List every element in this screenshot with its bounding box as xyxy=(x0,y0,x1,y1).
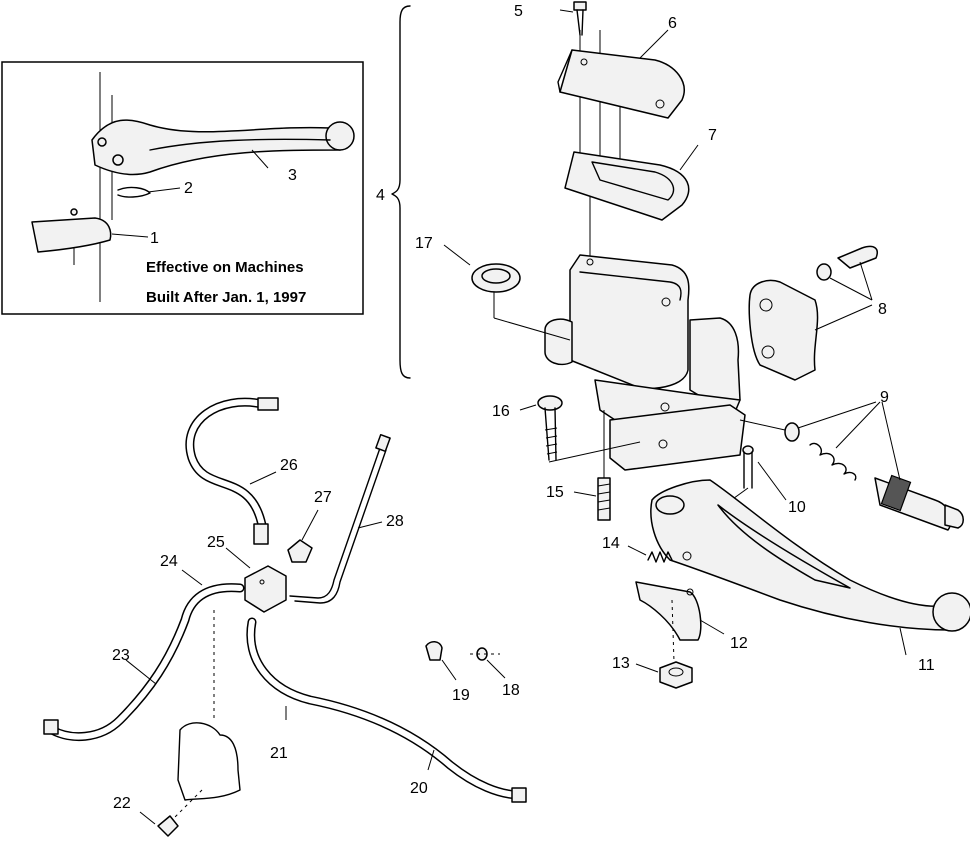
callout-18: 18 xyxy=(502,682,520,699)
callout-19: 19 xyxy=(452,687,470,704)
callout-14: 14 xyxy=(602,535,620,552)
bleeder-valve xyxy=(287,509,319,563)
callout-10: 10 xyxy=(788,499,806,516)
callout-15: 15 xyxy=(546,484,564,501)
inset-frame xyxy=(1,61,364,315)
callout-23: 23 xyxy=(112,647,130,664)
callout-9: 9 xyxy=(880,389,889,406)
brake-junction-block xyxy=(225,547,287,613)
callout-26: 26 xyxy=(280,457,298,474)
assembly-brace xyxy=(391,5,411,379)
lever-spring xyxy=(627,545,673,563)
callout-17: 17 xyxy=(415,235,433,252)
adjuster-screw xyxy=(573,410,611,521)
callout-8: 8 xyxy=(878,301,887,318)
master-cylinder-body xyxy=(544,254,746,471)
inset-note-line-2: Built After Jan. 1, 1997 xyxy=(146,289,306,306)
callout-12: 12 xyxy=(730,635,748,652)
inset-note-line-1: Effective on Machines xyxy=(146,259,304,276)
callout-5: 5 xyxy=(514,3,523,20)
lever-pad xyxy=(635,581,725,663)
callout-6: 6 xyxy=(668,15,677,32)
reservoir-cover xyxy=(557,29,685,119)
callout-11: 11 xyxy=(918,657,935,674)
cover-gasket xyxy=(564,144,699,221)
callout-13: 13 xyxy=(612,655,630,672)
inset-pad xyxy=(31,217,112,253)
cover-screw xyxy=(559,1,587,36)
callout-2: 2 xyxy=(184,180,193,197)
brake-hose-right xyxy=(246,617,527,803)
brake-line-rigid xyxy=(289,433,391,604)
callout-3: 3 xyxy=(288,167,297,184)
inset-lever xyxy=(91,119,355,176)
inset-spring xyxy=(117,186,151,198)
callout-1: 1 xyxy=(150,230,159,247)
brake-hose-upper xyxy=(185,397,279,545)
brake-lever xyxy=(650,479,970,656)
handlebar-clamp xyxy=(748,279,873,381)
callout-27: 27 xyxy=(314,489,332,506)
callout-21: 21 xyxy=(270,745,288,762)
callout-22: 22 xyxy=(113,795,131,812)
reservoir-seal xyxy=(443,244,571,341)
callout-20: 20 xyxy=(410,780,428,797)
inset-detail: 3 2 1 Effective on Machines Built After … xyxy=(1,61,364,315)
pivot-nut xyxy=(635,661,693,689)
piston-assembly xyxy=(739,401,964,531)
callout-25: 25 xyxy=(207,534,225,551)
callout-28: 28 xyxy=(386,513,404,530)
callout-24: 24 xyxy=(160,553,178,570)
callout-16: 16 xyxy=(492,403,510,420)
mount-bracket xyxy=(139,610,241,837)
small-clip-parts xyxy=(425,641,506,681)
callout-7: 7 xyxy=(708,127,717,144)
brake-hose-left xyxy=(43,569,245,742)
clamp-screw-washer xyxy=(816,245,878,301)
pivot-bolt xyxy=(519,395,641,463)
callout-4: 4 xyxy=(376,187,385,204)
